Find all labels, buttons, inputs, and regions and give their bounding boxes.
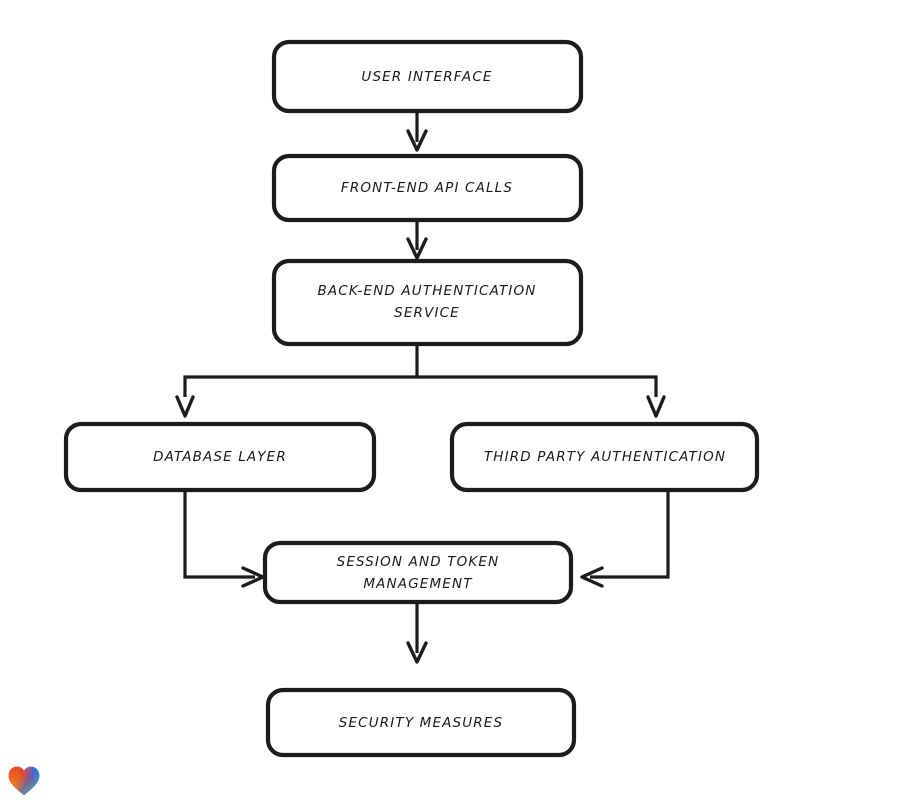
edge-back-end-to-database-layer-arrow <box>175 395 195 418</box>
node-back-end-auth-service[interactable]: BACK-END AUTHENTICATION SERVICE <box>271 258 584 347</box>
edge-database-layer-to-session-token-mgmt <box>183 490 265 588</box>
node-session-token-mgmt[interactable]: SESSION AND TOKEN MANAGEMENT <box>262 540 574 605</box>
node-third-party-auth-label: THIRD PARTY AUTHENTICATION <box>484 449 726 465</box>
node-security-measures-label: SECURITY MEASURES <box>339 715 503 731</box>
node-security-measures[interactable]: SECURITY MEASURES <box>265 687 577 758</box>
edge-back-end-branch-bus <box>183 344 658 397</box>
edge-front-end-api-calls-to-back-end-auth-service <box>406 220 428 260</box>
node-database-layer-shape <box>63 421 377 493</box>
node-front-end-api-calls[interactable]: FRONT-END API CALLS <box>271 153 584 223</box>
edge-third-party-auth-to-session-token-mgmt <box>580 490 670 588</box>
heart-icon-overlay <box>8 766 40 796</box>
node-database-layer[interactable]: DATABASE LAYER <box>63 421 377 493</box>
node-back-end-auth-service-shape <box>271 258 584 347</box>
node-session-token-mgmt-shape <box>262 540 574 605</box>
node-back-end-auth-service-label-line2: SERVICE <box>394 305 460 321</box>
edge-user-interface-to-front-end-api-calls <box>406 111 428 152</box>
node-database-layer-label: DATABASE LAYER <box>153 449 287 465</box>
node-back-end-auth-service-label-line1: BACK-END AUTHENTICATION <box>317 283 536 299</box>
node-third-party-auth[interactable]: THIRD PARTY AUTHENTICATION <box>449 421 760 493</box>
heart-icon <box>8 766 40 796</box>
node-front-end-api-calls-label: FRONT-END API CALLS <box>341 180 513 196</box>
edge-session-token-mgmt-to-security-measures <box>406 602 428 664</box>
node-user-interface[interactable]: USER INTERFACE <box>271 39 584 114</box>
node-third-party-auth-shape <box>449 421 760 493</box>
node-session-token-mgmt-label-line1: SESSION AND TOKEN <box>337 554 500 570</box>
node-security-measures-shape <box>265 687 577 758</box>
node-session-token-mgmt-label-line2: MANAGEMENT <box>363 576 473 592</box>
node-user-interface-shape <box>271 39 584 114</box>
node-user-interface-label: USER INTERFACE <box>361 69 492 85</box>
edge-back-end-to-third-party-auth-arrow <box>646 395 666 418</box>
node-front-end-api-calls-shape <box>271 153 584 223</box>
